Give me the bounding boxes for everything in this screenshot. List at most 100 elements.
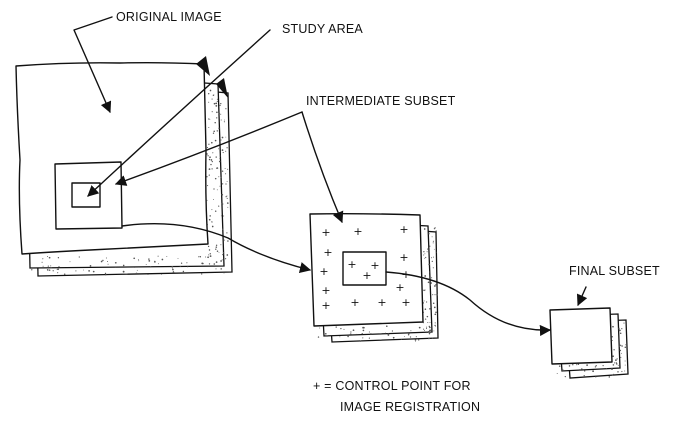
stipple-dot	[427, 330, 430, 333]
stipple-dot	[209, 215, 211, 217]
stipple-dot	[220, 244, 222, 246]
stipple-dot	[415, 340, 417, 342]
stipple-dot	[102, 259, 104, 262]
stipple-dot	[435, 230, 437, 232]
stipple-dot	[218, 127, 220, 129]
stipple-dot	[424, 318, 427, 320]
stipple-dot	[434, 285, 436, 287]
stipple-dot	[224, 168, 226, 169]
stipple-dot	[625, 344, 627, 346]
stipple-dot	[431, 257, 432, 259]
stipple-dot	[207, 185, 209, 187]
stipple-dot	[409, 336, 412, 338]
stipple-dot	[147, 274, 149, 275]
stipple-dot	[225, 108, 227, 110]
stipple-dot	[211, 209, 213, 211]
stipple-dot	[386, 325, 388, 327]
stipple-dot	[211, 221, 213, 223]
stipple-dot	[227, 240, 229, 242]
stipple-dot	[615, 362, 618, 364]
stipple-dot	[88, 270, 90, 272]
stipple-dot	[171, 266, 174, 268]
label-original-image: ORIGINAL IMAGE	[116, 10, 222, 24]
stipple-dot	[138, 260, 140, 262]
control-point-marker: +	[321, 226, 330, 239]
stipple-dot	[157, 255, 159, 257]
stipple-dot	[352, 329, 355, 332]
stipple-dot	[133, 257, 136, 260]
stipple-dot	[201, 273, 203, 275]
control-point-marker: +	[395, 281, 404, 294]
stipple-dot	[215, 156, 217, 158]
stipple-dot	[222, 252, 225, 254]
stipple-dot	[213, 199, 214, 201]
stipple-dot	[63, 273, 66, 276]
stipple-dot	[213, 263, 216, 265]
stipple-dot	[424, 253, 426, 255]
stipple-dot	[37, 271, 39, 273]
stipple-dot	[225, 196, 227, 198]
stipple-dot	[226, 202, 229, 204]
stipple-dot	[624, 360, 626, 362]
stipple-dot	[619, 332, 622, 335]
stipple-dot	[78, 256, 80, 258]
stipple-dot	[424, 275, 427, 277]
stipple-dot	[208, 218, 211, 221]
stipple-dot	[617, 364, 619, 366]
stipple-dot	[187, 266, 189, 268]
stipple-dot	[218, 112, 221, 115]
stipple-dot	[208, 168, 211, 170]
stipple-dot	[362, 329, 365, 332]
stipple-dot	[214, 210, 217, 212]
stipple-dot	[226, 232, 228, 234]
stipple-dot	[430, 282, 433, 284]
stipple-dot	[586, 364, 588, 366]
stipple-dot	[222, 228, 224, 230]
stipple-dot	[215, 248, 217, 250]
stipple-dot	[82, 269, 84, 271]
stipple-dot	[216, 167, 219, 169]
stipple-dot	[428, 325, 430, 328]
stipple-dot	[426, 326, 428, 328]
stipple-dot	[556, 373, 558, 374]
stipple-dot	[220, 139, 222, 141]
stipple-dot	[572, 364, 574, 366]
stipple-dot	[214, 139, 217, 142]
stipple-dot	[407, 333, 410, 336]
stipple-dot	[215, 244, 218, 246]
intermediate-stack-texture	[317, 227, 438, 342]
control-point-marker: +	[362, 269, 371, 282]
stipple-dot	[387, 333, 390, 335]
stipple-dot	[624, 364, 626, 366]
stipple-dot	[219, 185, 221, 187]
stipple-dot	[57, 268, 59, 271]
stipple-dot	[211, 225, 214, 228]
stipple-dot	[434, 326, 436, 328]
stipple-dot	[172, 271, 175, 274]
stipple-dot	[613, 362, 616, 364]
stipple-dot	[433, 306, 436, 309]
original-image-arrow	[73, 16, 113, 114]
legend-line-1: + = CONTROL POINT FOR	[313, 379, 471, 393]
stipple-dot	[208, 263, 211, 265]
stipple-dot	[427, 248, 429, 250]
stipple-dot	[52, 270, 54, 272]
stipple-dot	[361, 332, 363, 335]
stipple-dot	[89, 265, 92, 267]
stipple-dot	[621, 345, 623, 347]
stipple-dot	[56, 269, 58, 270]
stipple-dot	[576, 364, 578, 366]
stipple-dot	[215, 102, 218, 105]
final-subset-stack	[549, 307, 629, 379]
stipple-dot	[225, 173, 227, 175]
stipple-dot	[48, 256, 51, 259]
stipple-dot	[335, 326, 337, 328]
stipple-dot	[220, 119, 222, 121]
control-point-marker: +	[347, 258, 356, 271]
stipple-dot	[429, 245, 431, 247]
stipple-dot	[618, 345, 621, 347]
stipple-dot	[431, 236, 433, 238]
stipple-dot	[424, 289, 426, 291]
stipple-dot	[423, 251, 425, 253]
stipple-dot	[216, 98, 218, 100]
